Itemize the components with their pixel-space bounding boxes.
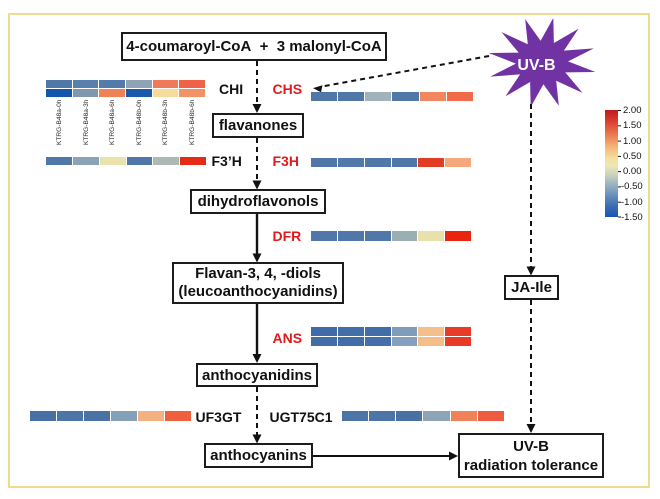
svg-text:UV-B: UV-B <box>517 57 555 74</box>
